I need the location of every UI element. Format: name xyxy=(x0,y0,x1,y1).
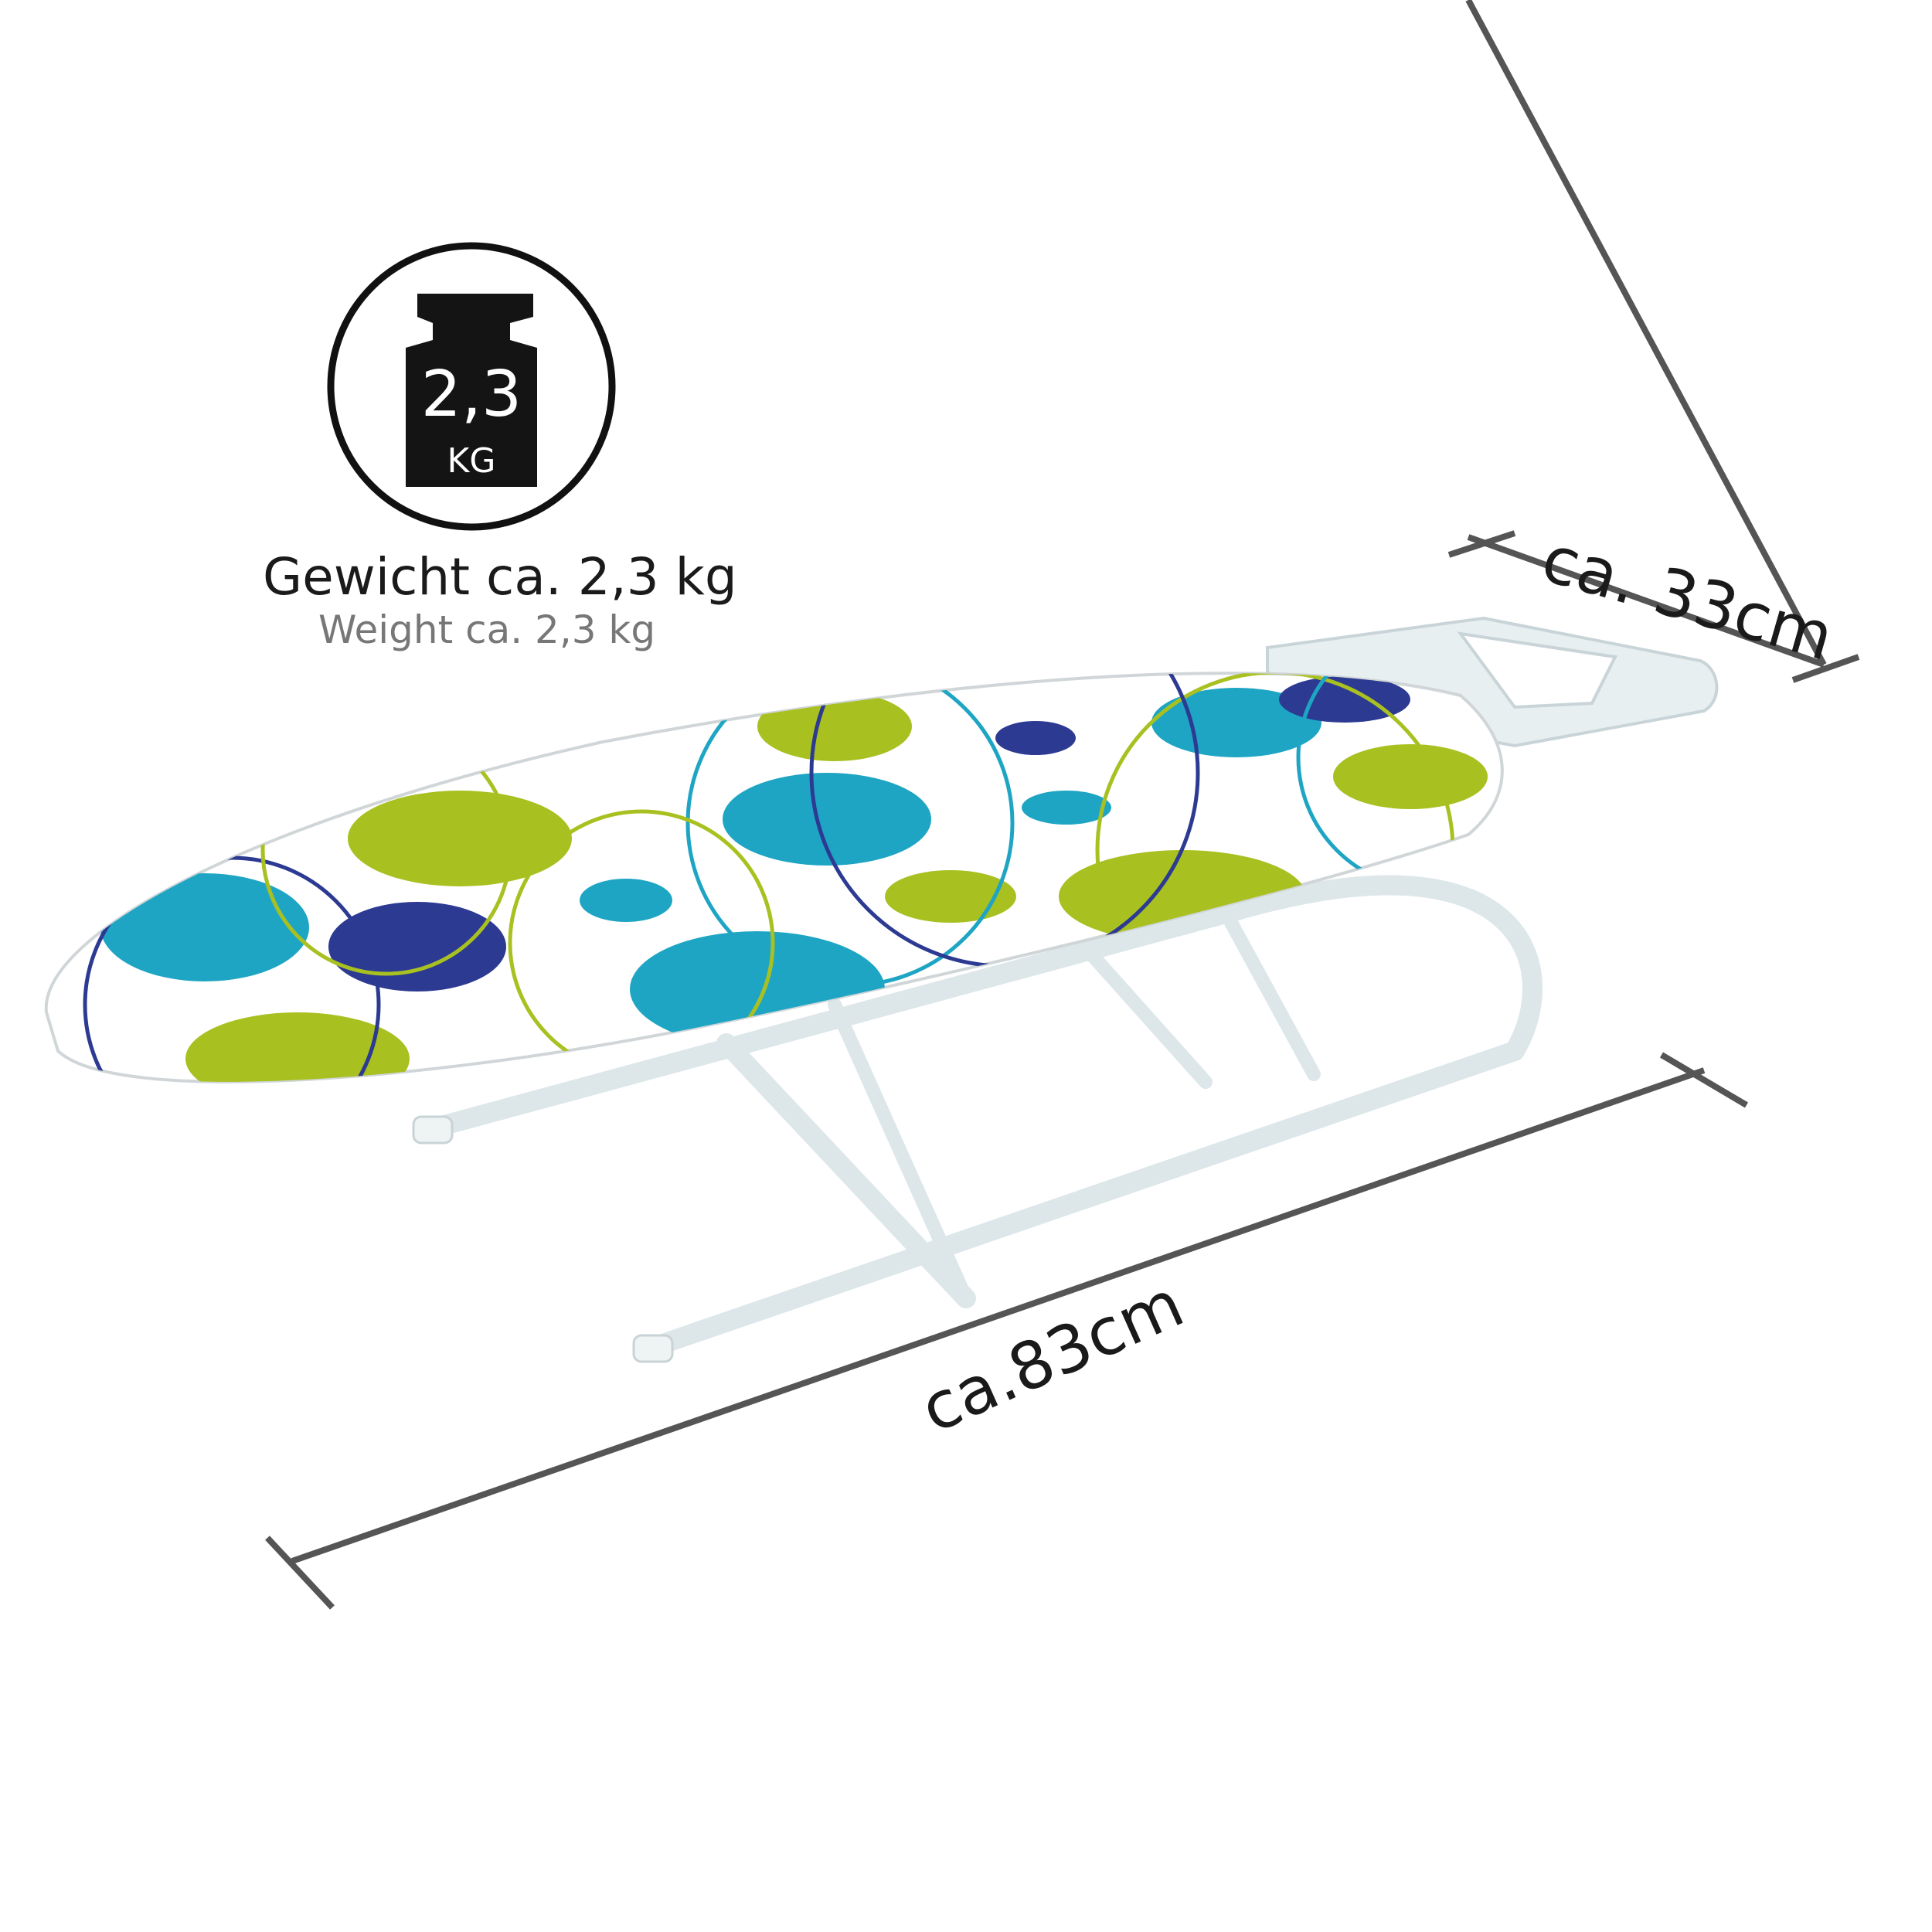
weight-label-en: Weight ca. 2,3 kg xyxy=(318,607,656,652)
weight-icon xyxy=(406,294,537,487)
board-frame xyxy=(423,875,1543,1359)
weight-badge-value: 2,3 xyxy=(420,358,522,431)
width-dimension-line xyxy=(1447,0,1860,683)
weight-label-de: Gewicht ca. 2,3 kg xyxy=(263,547,737,607)
length-dimension-line xyxy=(265,1052,1749,1610)
weight-badge-circle xyxy=(327,242,616,531)
weight-badge-unit: KG xyxy=(447,441,496,481)
ironing-board-cover xyxy=(44,672,1504,1083)
leg-caps xyxy=(412,1115,674,1363)
